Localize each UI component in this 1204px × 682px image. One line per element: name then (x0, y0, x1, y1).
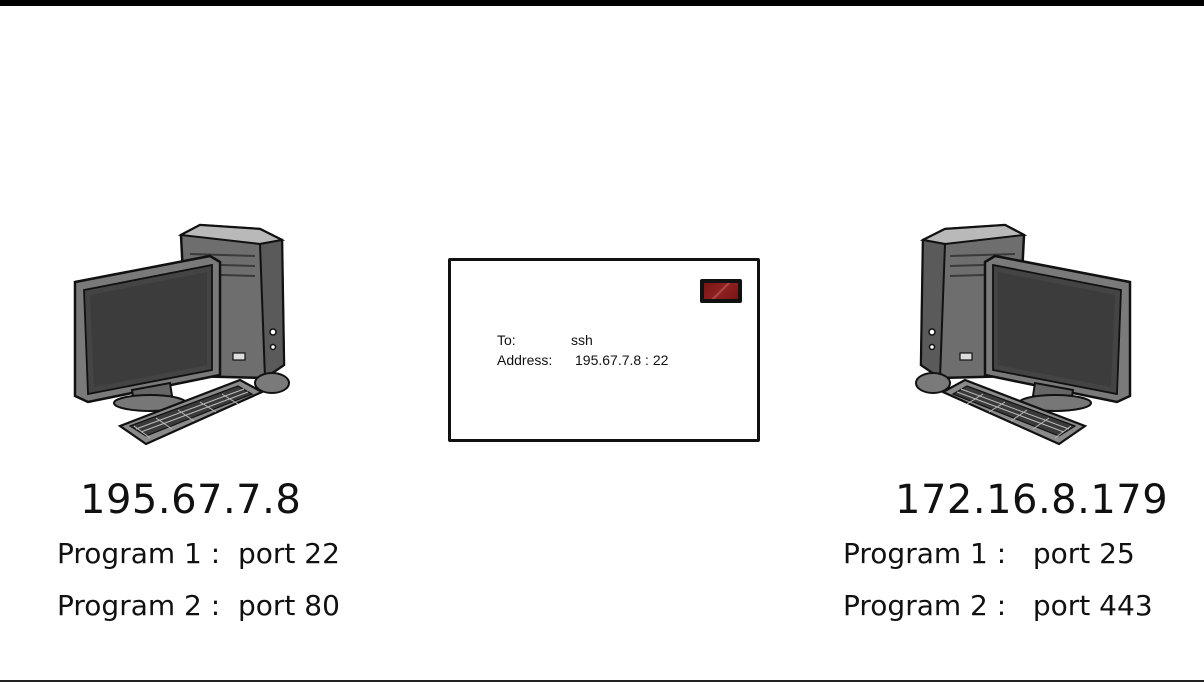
left-program-1: Program 1 : port 22 (57, 537, 340, 570)
envelope-to-label: To: (497, 332, 516, 348)
desktop-computer-icon (895, 220, 1145, 460)
top-border (0, 0, 1204, 6)
envelope-address-label: Address: (497, 352, 553, 368)
bottom-border (0, 680, 1204, 682)
right-host-ip: 172.16.8.179 (895, 477, 1169, 523)
left-host-ip: 195.67.7.8 (80, 477, 302, 523)
envelope-icon: To: ssh Address: 195.67.7.8 : 22 (448, 258, 760, 442)
right-program-1: Program 1 : port 25 (843, 537, 1135, 570)
envelope-address-value: 195.67.7.8 : 22 (575, 352, 669, 368)
desktop-computer-icon (60, 220, 310, 460)
right-program-2: Program 2 : port 443 (843, 589, 1153, 622)
envelope-to-value: ssh (571, 332, 593, 348)
stamp-icon (700, 279, 742, 303)
left-program-2: Program 2 : port 80 (57, 589, 340, 622)
